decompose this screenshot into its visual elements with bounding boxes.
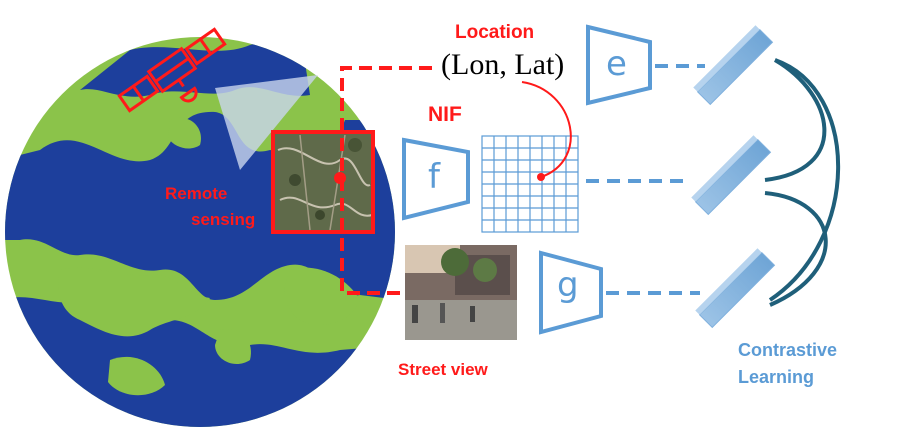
satellite-icon	[117, 27, 227, 113]
encoder-g[interactable]	[539, 250, 603, 335]
embedding-connectors	[586, 64, 705, 295]
nif-grid	[481, 135, 579, 233]
location-connector	[340, 66, 432, 295]
location-coords: (Lon, Lat)	[441, 48, 565, 81]
location-query-curve	[521, 81, 572, 178]
encoder-f[interactable]	[402, 137, 470, 221]
remote-sensing-label-2: sensing	[191, 210, 256, 229]
encoder-g-label: g	[557, 265, 579, 305]
query-point	[537, 173, 545, 181]
street-view-photo	[405, 245, 517, 340]
encoder-e-label: e	[606, 44, 627, 84]
contrastive-label-1: Contrastive	[738, 340, 838, 360]
location-title: Location	[455, 22, 535, 43]
nif-label: NIF	[428, 103, 462, 126]
contrastive-arcs	[764, 58, 841, 307]
street-view-label: Street view	[398, 360, 488, 379]
encoder-f-label: f	[428, 157, 440, 197]
satellite-beam	[215, 75, 318, 170]
contrastive-label-2: Learning	[738, 367, 815, 387]
encoder-e[interactable]	[586, 24, 652, 106]
remote-sensing-label-1: Remote	[165, 184, 228, 203]
embedding-bars	[691, 25, 776, 329]
remote-sensing-image	[271, 130, 375, 234]
